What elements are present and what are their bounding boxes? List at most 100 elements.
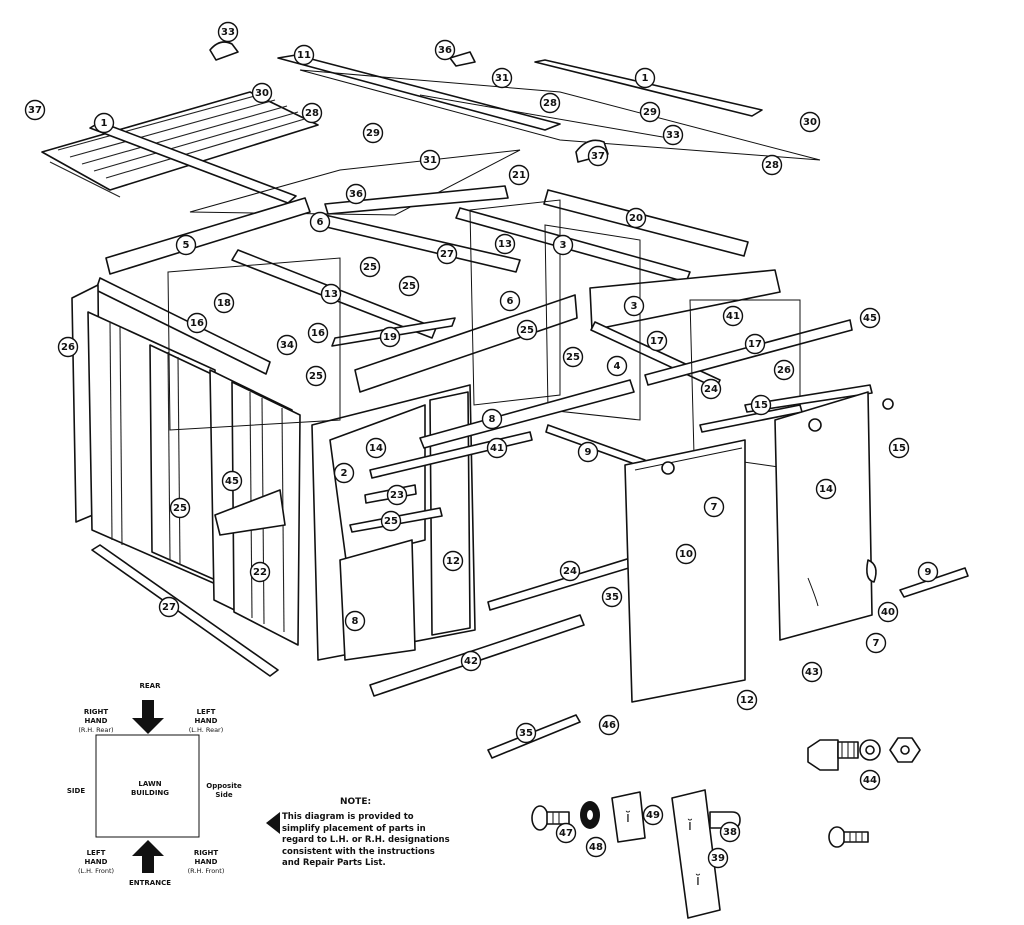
callout-number: 25: [520, 325, 534, 336]
label-rh-rear-2: HAND: [85, 717, 108, 725]
callout-12: 12: [736, 689, 758, 711]
callout-17: 17: [744, 333, 766, 355]
note-body: This diagram is provided to simplify pla…: [282, 812, 450, 868]
callout-35: 35: [515, 722, 537, 744]
callout-number: 7: [873, 638, 880, 649]
callout-47: 47: [555, 822, 577, 844]
callout-number: 25: [363, 262, 377, 273]
building-walls: [71, 199, 873, 661]
label-rh-rear-1: RIGHT: [84, 708, 109, 716]
callout-25: 25: [359, 256, 381, 278]
callout-number: 35: [519, 728, 533, 739]
callout-number: 31: [423, 155, 437, 166]
callout-25: 25: [380, 510, 402, 532]
callout-number: 17: [748, 339, 762, 350]
label-rh-front-1: RIGHT: [194, 849, 219, 857]
callout-24: 24: [700, 378, 722, 400]
callout-3: 3: [552, 234, 574, 256]
callout-46: 46: [598, 714, 620, 736]
callout-number: 15: [754, 400, 768, 411]
callout-22: 22: [249, 561, 271, 583]
callout-number: 24: [563, 566, 577, 577]
callout-43: 43: [801, 661, 823, 683]
note-title: NOTE:: [340, 797, 372, 807]
callout-2: 2: [333, 462, 355, 484]
label-rh-rear-3: (R.H. Rear): [78, 726, 113, 734]
callout-number: 37: [28, 105, 42, 116]
callout-number: 9: [585, 447, 592, 458]
door-left: [624, 439, 746, 703]
callout-8: 8: [344, 610, 366, 632]
hardware-clip-36-top: [449, 51, 476, 67]
callout-39: 39: [707, 847, 729, 869]
svg-text:ĭ: ĭ: [695, 873, 701, 889]
callout-10: 10: [675, 543, 697, 565]
callout-number: 10: [679, 549, 693, 560]
callout-18: 18: [213, 292, 235, 314]
svg-text:ĭ: ĭ: [687, 818, 693, 834]
hardware-washer-47: [580, 801, 600, 829]
callout-number: 22: [253, 567, 267, 578]
hardware-screw-44: [531, 805, 570, 831]
label-entrance: ENTRANCE: [129, 879, 171, 887]
callout-27: 27: [158, 596, 180, 618]
callout-number: 14: [369, 443, 383, 454]
callout-number: 46: [602, 720, 616, 731]
callout-5: 5: [175, 234, 197, 256]
callout-number: 6: [317, 217, 324, 228]
callout-number: 9: [925, 567, 932, 578]
label-opposite-2: Side: [215, 791, 232, 799]
callout-number: 15: [892, 443, 906, 454]
hardware-plate-48: ĭ: [611, 791, 646, 843]
callout-24: 24: [559, 560, 581, 582]
callout-number: 40: [881, 607, 895, 618]
callout-6: 6: [309, 211, 331, 233]
callout-number: 16: [311, 328, 325, 339]
callout-number: 26: [61, 342, 75, 353]
hardware-strip-38: ĭ ĭ: [671, 789, 721, 919]
callout-number: 6: [507, 296, 514, 307]
callout-25: 25: [516, 319, 538, 341]
hardware-screw-39: [828, 826, 869, 848]
callout-33: 33: [217, 21, 239, 43]
callout-21: 21: [508, 164, 530, 186]
roof-panel-left: [41, 91, 319, 204]
callout-45: 45: [859, 307, 881, 329]
callout-number: 25: [384, 516, 398, 527]
callout-number: 30: [803, 117, 817, 128]
callout-19: 19: [379, 326, 401, 348]
callout-number: 20: [629, 213, 643, 224]
callout-number: 42: [464, 656, 478, 667]
callout-number: 25: [566, 352, 580, 363]
label-center-2: BUILDING: [131, 789, 169, 797]
svg-text:ĭ: ĭ: [625, 810, 631, 826]
roof-framing: [95, 185, 853, 393]
callout-number: 25: [402, 281, 416, 292]
callout-25: 25: [169, 497, 191, 519]
callout-15: 15: [750, 394, 772, 416]
callout-29: 29: [362, 122, 384, 144]
callout-49: 49: [642, 804, 664, 826]
callout-number: 28: [305, 108, 319, 119]
callout-number: 8: [352, 616, 359, 627]
callout-number: 17: [650, 336, 664, 347]
callout-number: 19: [383, 332, 397, 343]
callout-number: 4: [614, 361, 621, 372]
label-lh-front-2: HAND: [85, 858, 108, 866]
label-rh-front-3: (R.H. Front): [188, 867, 225, 875]
label-rear: REAR: [140, 682, 162, 690]
callout-number: 21: [512, 170, 526, 181]
callout-number: 5: [183, 240, 190, 251]
callout-9: 9: [917, 561, 939, 583]
callout-number: 13: [498, 239, 512, 250]
callout-number: 38: [723, 827, 737, 838]
callout-number: 49: [646, 810, 660, 821]
label-lh-front-1: LEFT: [87, 849, 106, 857]
callout-number: 24: [704, 384, 718, 395]
callout-number: 27: [162, 602, 176, 613]
callout-27: 27: [436, 243, 458, 265]
callout-number: 16: [190, 318, 204, 329]
label-lh-front-3: (L.H. Front): [78, 867, 114, 875]
callout-number: 27: [440, 249, 454, 260]
